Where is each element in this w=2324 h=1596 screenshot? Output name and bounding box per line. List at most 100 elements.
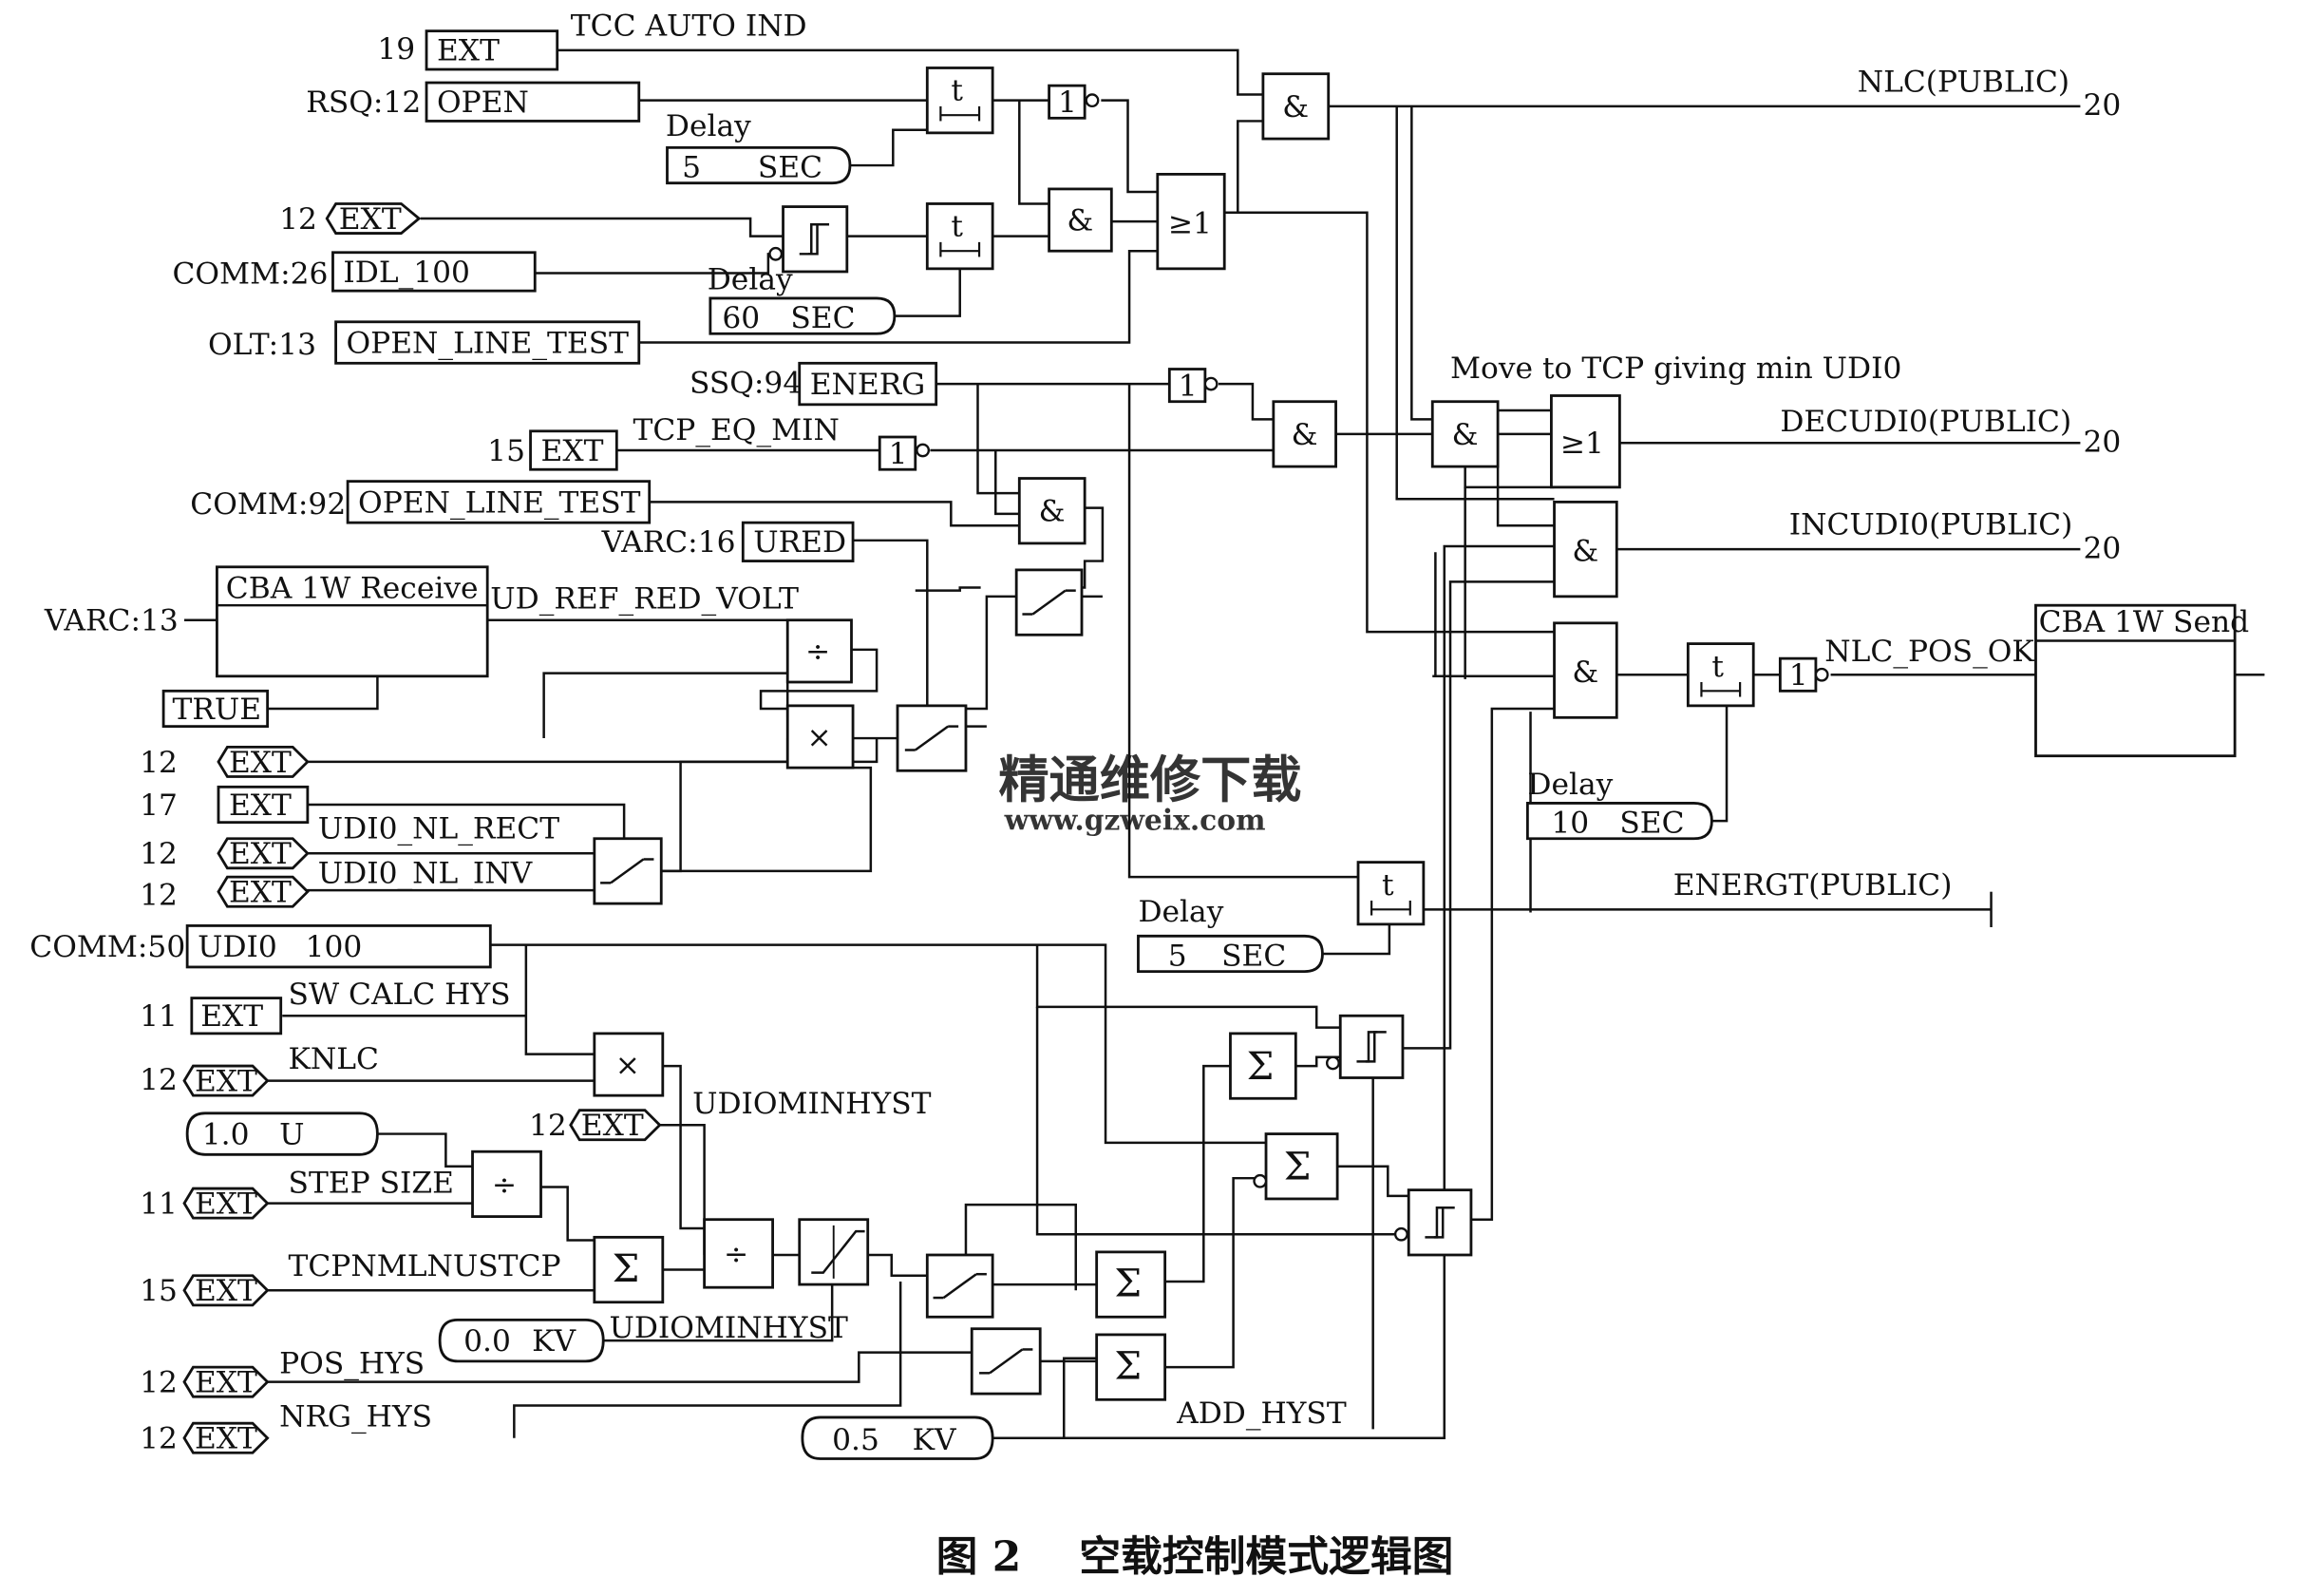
timer-symbol: t	[951, 74, 963, 108]
hysteresis-block-2	[1340, 1016, 1403, 1077]
ref-12a: 12	[279, 202, 317, 237]
not-symbol: 1	[1789, 658, 1808, 693]
signal-pos-hys: POS_HYS	[279, 1346, 425, 1380]
delay-unit-1: SEC	[758, 151, 822, 185]
sum-symbol: Σ	[1284, 1144, 1312, 1189]
hysteresis-block-1	[784, 207, 847, 272]
constant-0kv-value: 0.0	[463, 1324, 511, 1358]
ref-15a: 15	[487, 434, 525, 468]
sum-symbol: Σ	[1247, 1043, 1275, 1089]
and-symbol: &	[1039, 495, 1066, 529]
output-nlc-page: 20	[2084, 88, 2122, 123]
signal-idl-100: IDL_100	[343, 256, 470, 290]
or-symbol: ≥1	[1168, 207, 1212, 241]
signal-udio-100: UDI0 100	[198, 930, 362, 964]
and-symbol: &	[1572, 656, 1598, 690]
constant-1u-value: 1.0	[202, 1118, 250, 1152]
delay-value-4: 5	[1168, 939, 1187, 973]
ref-12d: 12	[140, 879, 178, 913]
signal-udio-nl-rect: UDI0_NL_RECT	[318, 812, 559, 846]
divide-symbol: ÷	[492, 1168, 517, 1202]
signal-cba-send: CBA 1W Send	[2039, 605, 2250, 639]
constant-05kv-value: 0.5	[832, 1423, 879, 1457]
signal-nlc-pos-ok: NLC_POS_OK	[1824, 635, 2034, 669]
timer-symbol: t	[1711, 650, 1724, 684]
signal-energ: ENERG	[810, 368, 926, 402]
ext-tag-label: EXT	[581, 1109, 644, 1143]
signal-move-to-tcp: Move to TCP giving min UDI0	[1450, 352, 1901, 386]
inputs: 19 EXT TCC AUTO IND RSQ:12 OPEN Delay 5 …	[29, 9, 1347, 1458]
ext-tag-label: EXT	[229, 746, 292, 780]
ref-12c: 12	[140, 837, 178, 871]
ref-12g: 12	[140, 1366, 178, 1400]
signal-open: OPEN	[437, 86, 529, 120]
ref-17: 17	[140, 788, 178, 823]
ext-tag-label: EXT	[195, 1422, 257, 1456]
signal-udio-nl-inv: UDI0_NL_INV	[318, 856, 533, 890]
ref-12e: 12	[140, 1063, 178, 1097]
not-symbol: 1	[1179, 370, 1198, 404]
signal-cba-receive: CBA 1W Receive	[226, 572, 479, 606]
delay-unit-2: SEC	[790, 301, 855, 335]
signal-open-line-test: OPEN_LINE_TEST	[347, 327, 630, 361]
signal-udiominhyst: UDIOMINHYST	[692, 1087, 932, 1121]
constant-0kv-unit: KV	[532, 1324, 576, 1358]
watermark-title: 精通维修下载	[998, 750, 1301, 809]
ref-comm50: COMM:50	[29, 930, 185, 964]
not-symbol: 1	[1058, 86, 1077, 120]
ext-tag-label: EXT	[229, 837, 292, 871]
ref-olt: OLT:13	[208, 328, 316, 362]
ref-12f: 12	[529, 1109, 567, 1143]
or-symbol: ≥1	[1560, 427, 1604, 461]
ref-ssq: SSQ:94	[690, 366, 802, 400]
wires	[268, 50, 2265, 1438]
multiply-symbol: ×	[615, 1048, 640, 1082]
signal-true: TRUE	[172, 693, 261, 727]
ext-tag-label: EXT	[200, 999, 263, 1034]
constant-05kv-unit: KV	[913, 1423, 956, 1457]
sum-symbol: Σ	[1114, 1343, 1142, 1389]
constant-05kv	[803, 1417, 992, 1459]
constant-1u-unit: U	[279, 1118, 304, 1152]
delay-value-3: 10	[1551, 807, 1589, 841]
output-decudio: DECUDI0(PUBLIC)	[1780, 405, 2071, 439]
timer-symbol: t	[1382, 868, 1394, 902]
hysteresis-block-3	[1408, 1190, 1471, 1255]
and-symbol: &	[1452, 418, 1479, 452]
watermark: 精通维修下载 www.gzweix.com	[998, 750, 1301, 836]
signal-ud-ref-red-volt: UD_REF_RED_VOLT	[490, 581, 799, 616]
figure-caption: 图 2 空载控制模式逻辑图	[936, 1533, 1454, 1582]
delay-unit-3: SEC	[1619, 807, 1684, 841]
ref-rsq: RSQ:12	[306, 86, 421, 120]
ref-varc16: VARC:16	[601, 525, 736, 560]
and-symbol: &	[1572, 535, 1598, 569]
signal-tcc-auto-ind: TCC AUTO IND	[571, 9, 807, 43]
sum-symbol: Σ	[1114, 1261, 1142, 1306]
ref-12h: 12	[140, 1422, 178, 1456]
signal-tcp-eq-min: TCP_EQ_MIN	[633, 413, 840, 447]
not-symbol: 1	[889, 437, 908, 471]
and-symbol: &	[1292, 418, 1318, 452]
signal-open-line-test-2: OPEN_LINE_TEST	[358, 485, 641, 520]
delay-unit-4: SEC	[1221, 939, 1286, 973]
multiply-symbol: ×	[807, 720, 832, 754]
ext-tag-label: EXT	[195, 1274, 257, 1308]
signal-sw-calc-hys: SW CALC HYS	[289, 978, 511, 1012]
ext-tag-label: EXT	[195, 1065, 257, 1099]
signal-udiominhyst-2: UDIOMINHYST	[609, 1311, 848, 1345]
ref-12b: 12	[140, 746, 178, 780]
ref-comm26: COMM:26	[172, 256, 328, 291]
and-symbol: &	[1067, 204, 1093, 238]
signal-add-hyst: ADD_HYST	[1176, 1396, 1347, 1431]
ref-11a: 11	[140, 999, 178, 1034]
signal-ured: URED	[753, 525, 846, 560]
ref-15b: 15	[140, 1274, 178, 1308]
delay-label-3: Delay	[1527, 768, 1613, 802]
output-nlc: NLC(PUBLIC)	[1858, 65, 2069, 99]
signal-tcpnmlnustcp: TCPNMLNUSTCP	[289, 1249, 561, 1283]
signal-step-size: STEP SIZE	[289, 1167, 454, 1201]
ext-tag-label: EXT	[229, 788, 292, 823]
ext-tag-label: EXT	[541, 434, 604, 468]
signal-nrg-hys: NRG_HYS	[279, 1399, 432, 1434]
